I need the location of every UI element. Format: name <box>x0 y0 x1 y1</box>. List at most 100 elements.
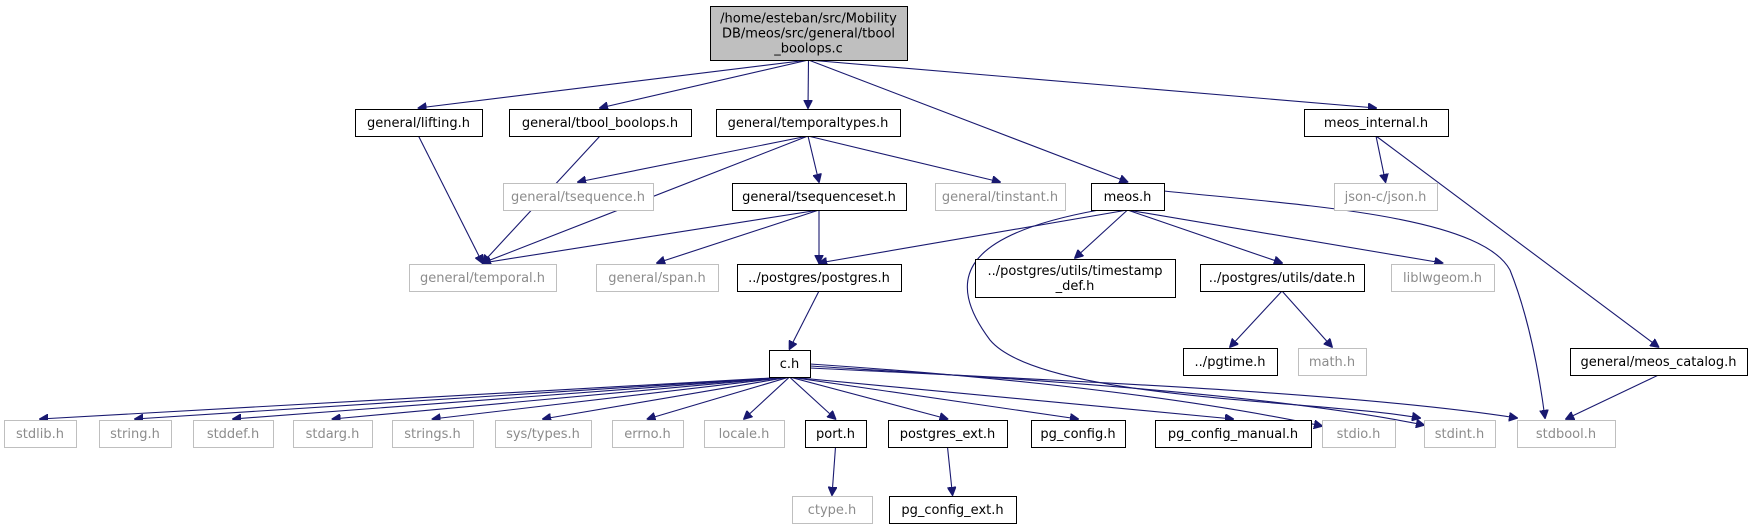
edge-c-to-string <box>135 376 790 419</box>
edge-meos-internal-to-json <box>1375 135 1386 182</box>
node-span: general/span.h <box>596 264 719 292</box>
edge-temporaltypes-to-tinstant <box>807 135 1000 182</box>
node-label: ctype.h <box>808 503 857 518</box>
node-label: _boolops.c <box>773 42 843 57</box>
node-ctype: ctype.h <box>792 496 873 524</box>
edge-c-to-stddef <box>233 376 790 419</box>
edge-c-to-port <box>789 376 836 419</box>
edge-meos-internal-to-meos-catalog <box>1375 135 1659 347</box>
node-label: errno.h <box>624 427 671 442</box>
node-label: strings.h <box>404 427 460 442</box>
node-tbool-boolops-h[interactable]: general/tbool_boolops.h <box>509 109 692 137</box>
edge-c-to-stdio <box>809 363 1322 426</box>
edge-c-to-pg-config-manual <box>789 376 1234 419</box>
edge-date-to-math <box>1281 290 1332 347</box>
node-label: DB/meos/src/general/tbool <box>722 27 895 42</box>
node-postgres[interactable]: ../postgres/postgres.h <box>737 264 902 292</box>
edge-c-to-stdarg <box>333 376 790 419</box>
edge-root-to-lifting <box>419 59 809 108</box>
node-pg-config-ext[interactable]: pg_config_ext.h <box>889 496 1017 524</box>
edge-meos-to-timestamp-def <box>1075 209 1128 258</box>
node-label: general/meos_catalog.h <box>1580 355 1736 370</box>
edge-root-to-temporaltypes <box>808 59 809 108</box>
node-stdio: stdio.h <box>1322 420 1396 448</box>
edge-c-to-locale <box>744 376 790 419</box>
edge-temporaltypes-to-tsequence <box>578 135 809 182</box>
node-meos-internal[interactable]: meos_internal.h <box>1304 109 1449 137</box>
node-label: general/tbool_boolops.h <box>522 116 678 131</box>
node-date[interactable]: ../postgres/utils/date.h <box>1200 264 1365 292</box>
node-meos[interactable]: meos.h <box>1091 183 1165 211</box>
node-tsequenceset[interactable]: general/tsequenceset.h <box>732 183 907 211</box>
node-label: general/tinstant.h <box>942 190 1058 205</box>
node-label: stddef.h <box>207 427 259 442</box>
node-pg-config[interactable]: pg_config.h <box>1031 420 1126 448</box>
edge-meos-to-stdint <box>966 209 1420 418</box>
node-label: ../postgres/utils/date.h <box>1209 271 1356 286</box>
edge-c-to-errno <box>648 376 790 419</box>
node-label: meos.h <box>1104 190 1152 205</box>
edge-tsequenceset-to-span <box>657 209 820 263</box>
node-timestamp-def[interactable]: ../postgres/utils/timestamp_def.h <box>975 259 1176 298</box>
node-label: liblwgeom.h <box>1403 271 1482 286</box>
node-label: _def.h <box>1055 279 1095 294</box>
node-stddef: stddef.h <box>193 420 274 448</box>
node-label: general/tsequence.h <box>511 190 645 205</box>
node-strings: strings.h <box>392 420 474 448</box>
node-pg-config-manual[interactable]: pg_config_manual.h <box>1155 420 1312 448</box>
edge-lifting-to-temporal <box>418 135 483 263</box>
edge-temporaltypes-to-tsequenceset <box>807 135 819 182</box>
edge-meos-to-date <box>1127 209 1283 263</box>
node-label: general/temporaltypes.h <box>728 116 889 131</box>
edge-c-to-postgres-ext <box>789 376 948 419</box>
node-string: string.h <box>99 420 172 448</box>
edge-c-to-stdint <box>809 365 1424 425</box>
node-label: stdarg.h <box>306 427 360 442</box>
node-label: pg_config.h <box>1040 427 1115 442</box>
edge-meos-to-postgres <box>819 209 1128 263</box>
node-c[interactable]: c.h <box>769 350 811 378</box>
node-label: string.h <box>110 427 160 442</box>
node-lifting[interactable]: general/lifting.h <box>355 109 483 137</box>
node-root: /home/esteban/src/MobilityDB/meos/src/ge… <box>710 6 908 61</box>
node-pgtime[interactable]: ../pgtime.h <box>1183 348 1278 376</box>
node-label: sys/types.h <box>506 427 580 442</box>
node-label: general/span.h <box>608 271 705 286</box>
node-label: json-c/json.h <box>1344 190 1427 205</box>
node-tsequence: general/tsequence.h <box>503 183 654 211</box>
node-label: ../postgres/postgres.h <box>748 271 890 286</box>
edge-meos-to-liblwgeom <box>1127 209 1443 263</box>
node-meos-catalog[interactable]: general/meos_catalog.h <box>1570 348 1748 376</box>
node-postgres-ext[interactable]: postgres_ext.h <box>888 420 1008 448</box>
node-label: stdint.h <box>1435 427 1484 442</box>
node-math: math.h <box>1298 348 1367 376</box>
edge-root-to-meos <box>808 59 1128 182</box>
edge-c-to-strings <box>433 376 790 419</box>
node-label: ../postgres/utils/timestamp <box>987 264 1162 279</box>
node-stdarg: stdarg.h <box>293 420 373 448</box>
node-liblwgeom: liblwgeom.h <box>1391 264 1495 292</box>
edge-c-to-pg-config <box>789 376 1079 419</box>
node-systypes: sys/types.h <box>495 420 592 448</box>
node-temporal: general/temporal.h <box>409 264 557 292</box>
edge-meos-to-stdbool <box>1163 190 1545 418</box>
node-label: pg_config_manual.h <box>1168 427 1298 442</box>
node-errno: errno.h <box>612 420 684 448</box>
node-stdint: stdint.h <box>1424 420 1496 448</box>
edge-postgres-ext-to-pg-config-ext <box>946 446 953 495</box>
node-temporaltypes[interactable]: general/temporaltypes.h <box>716 109 901 137</box>
node-label: locale.h <box>719 427 770 442</box>
node-label: c.h <box>780 357 800 372</box>
node-port[interactable]: port.h <box>805 420 867 448</box>
node-label: general/tsequenceset.h <box>742 190 896 205</box>
node-label: port.h <box>816 427 855 442</box>
node-stdbool: stdbool.h <box>1517 420 1616 448</box>
edge-meos-catalog-to-stdbool <box>1566 374 1659 419</box>
node-label: general/lifting.h <box>367 116 470 131</box>
node-json: json-c/json.h <box>1334 183 1438 211</box>
edge-port-to-ctype <box>832 446 836 495</box>
node-tinstant: general/tinstant.h <box>935 183 1066 211</box>
node-label: stdio.h <box>1337 427 1381 442</box>
edge-postgres-to-c <box>790 290 820 349</box>
